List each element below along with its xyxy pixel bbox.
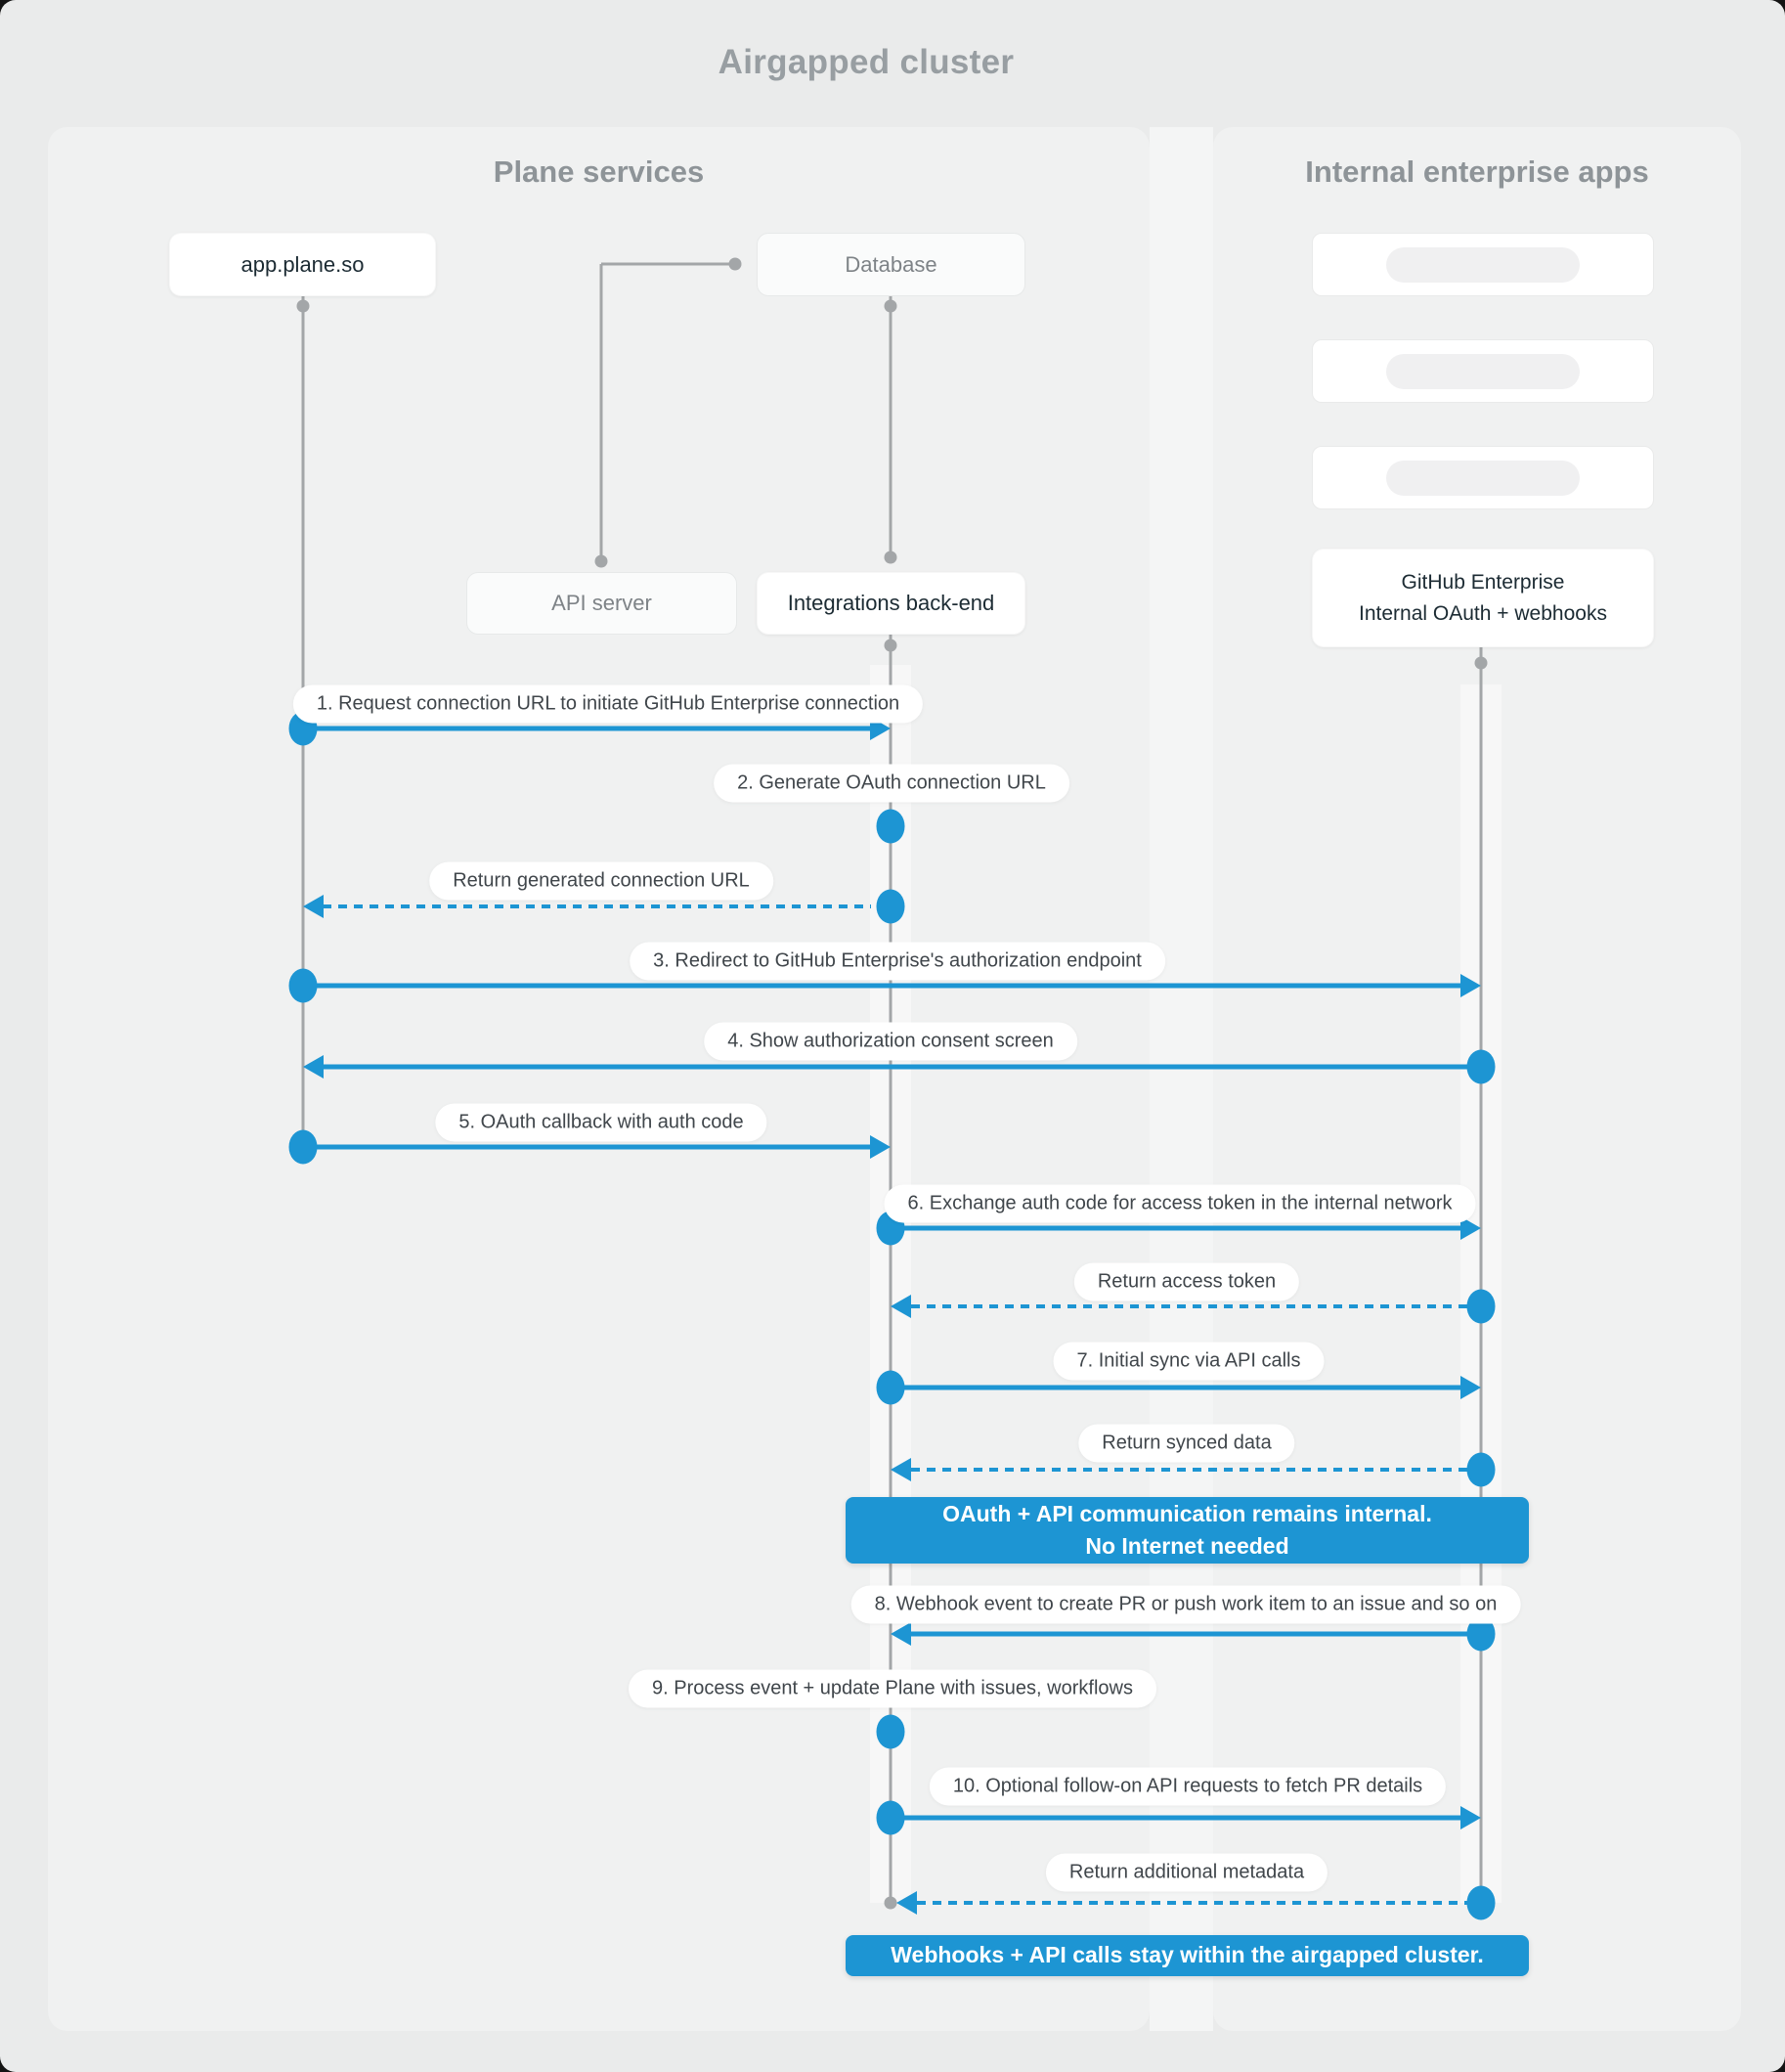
message-arrow-3 bbox=[303, 983, 1460, 989]
lifeline-end-dot bbox=[884, 1896, 897, 1910]
message-self-dot bbox=[876, 1714, 905, 1749]
placeholder-app-1 bbox=[1312, 233, 1654, 296]
message-label-8: 8. Webhook event to create PR or push wo… bbox=[850, 1585, 1521, 1624]
message-source-dot bbox=[876, 889, 905, 924]
message-arrow-return-url bbox=[323, 904, 871, 908]
connector-api-server-vertical bbox=[599, 264, 603, 563]
actor-github-enterprise-line2: Internal OAuth + webhooks bbox=[1359, 601, 1607, 625]
placeholder-bar bbox=[1386, 353, 1580, 389]
message-source-dot bbox=[876, 1370, 905, 1405]
actor-app-plane-so-label: app.plane.so bbox=[240, 251, 365, 277]
message-source-dot bbox=[1466, 1885, 1496, 1920]
actor-github-enterprise-line1: GitHub Enterprise bbox=[1401, 571, 1565, 594]
page-title: Airgapped cluster bbox=[718, 43, 1015, 81]
message-source-dot bbox=[288, 1129, 318, 1165]
arrowhead-right bbox=[1460, 974, 1481, 997]
lifeline-dot bbox=[1474, 656, 1488, 670]
panel-plane-services-title: Plane services bbox=[493, 154, 705, 189]
lifeline-dot bbox=[884, 299, 897, 313]
lifeline-integrations bbox=[889, 635, 892, 1903]
connector-dot bbox=[594, 554, 608, 568]
message-label-4: 4. Show authorization consent screen bbox=[704, 1022, 1077, 1061]
banner-line1: Webhooks + API calls stay within the air… bbox=[891, 1942, 1484, 1968]
banner-internal-communication: OAuth + API communication remains intern… bbox=[846, 1497, 1529, 1564]
actor-integrations-backend: Integrations back-end bbox=[757, 572, 1025, 635]
banner-airgapped-cluster: Webhooks + API calls stay within the air… bbox=[846, 1935, 1529, 1976]
actor-api-server: API server bbox=[466, 572, 737, 635]
message-arrow-4 bbox=[324, 1064, 1481, 1070]
arrowhead-right bbox=[1460, 1216, 1481, 1240]
message-label-1: 1. Request connection URL to initiate Gi… bbox=[292, 684, 924, 724]
placeholder-bar bbox=[1386, 460, 1580, 496]
connector-api-server-horizontal bbox=[601, 262, 736, 266]
banner-line2: No Internet needed bbox=[1085, 1533, 1289, 1559]
message-source-dot bbox=[288, 968, 318, 1003]
message-label-return-url: Return generated connection URL bbox=[429, 861, 773, 901]
placeholder-bar bbox=[1386, 246, 1580, 283]
message-label-9: 9. Process event + update Plane with iss… bbox=[629, 1669, 1156, 1708]
message-source-dot bbox=[876, 1800, 905, 1835]
message-arrow-return-token bbox=[911, 1304, 1467, 1308]
message-arrow-6 bbox=[891, 1225, 1460, 1231]
message-arrow-1 bbox=[303, 726, 873, 731]
connector-dot bbox=[728, 257, 742, 271]
arrowhead-right bbox=[1460, 1806, 1481, 1830]
arrowhead-left bbox=[891, 1458, 911, 1481]
message-source-dot bbox=[1466, 1289, 1496, 1324]
actor-database-label: Database bbox=[845, 251, 937, 277]
lifeline-dot bbox=[884, 551, 897, 564]
message-arrow-10 bbox=[891, 1815, 1460, 1821]
message-source-dot bbox=[1466, 1452, 1496, 1487]
message-label-10: 10. Optional follow-on API requests to f… bbox=[929, 1767, 1447, 1806]
message-self-dot bbox=[876, 809, 905, 844]
actor-database: Database bbox=[757, 233, 1025, 296]
lifeline-database bbox=[889, 296, 892, 561]
message-label-5: 5. OAuth callback with auth code bbox=[435, 1103, 767, 1142]
lifeline-dot bbox=[884, 639, 897, 652]
message-arrow-return-synced bbox=[911, 1468, 1467, 1472]
message-label-2: 2. Generate OAuth connection URL bbox=[714, 764, 1069, 803]
arrowhead-left bbox=[303, 1055, 324, 1079]
message-arrow-7 bbox=[891, 1385, 1460, 1390]
panel-plane-services: Plane services bbox=[48, 127, 1150, 2031]
message-label-3: 3. Redirect to GitHub Enterprise's autho… bbox=[630, 942, 1165, 981]
message-label-return-metadata: Return additional metadata bbox=[1045, 1853, 1328, 1892]
message-arrow-return-metadata bbox=[917, 1901, 1467, 1905]
arrowhead-right bbox=[870, 1135, 891, 1159]
placeholder-app-3 bbox=[1312, 446, 1654, 509]
message-arrow-8 bbox=[911, 1631, 1481, 1637]
placeholder-app-2 bbox=[1312, 339, 1654, 403]
arrowhead-left bbox=[303, 895, 324, 918]
banner-line1: OAuth + API communication remains intern… bbox=[942, 1500, 1432, 1526]
actor-api-server-label: API server bbox=[551, 591, 652, 615]
actor-app-plane-so: app.plane.so bbox=[169, 233, 436, 296]
arrowhead-left bbox=[891, 1622, 911, 1646]
message-label-return-token: Return access token bbox=[1073, 1262, 1300, 1301]
actor-github-enterprise: GitHub Enterprise Internal OAuth + webho… bbox=[1312, 549, 1654, 647]
arrowhead-left bbox=[891, 1295, 911, 1318]
message-label-return-synced: Return synced data bbox=[1078, 1424, 1295, 1463]
lifeline-dot bbox=[296, 299, 310, 313]
arrowhead-left bbox=[896, 1891, 917, 1915]
panel-gap bbox=[1150, 127, 1213, 2031]
lifeline-github bbox=[1479, 647, 1483, 1903]
message-arrow-5 bbox=[303, 1144, 870, 1150]
panel-internal-apps-title: Internal enterprise apps bbox=[1305, 154, 1649, 189]
actor-integrations-backend-label: Integrations back-end bbox=[787, 591, 995, 615]
message-label-7: 7. Initial sync via API calls bbox=[1053, 1342, 1325, 1381]
message-source-dot bbox=[1466, 1049, 1496, 1084]
arrowhead-right bbox=[1460, 1376, 1481, 1399]
message-label-6: 6. Exchange auth code for access token i… bbox=[884, 1184, 1476, 1223]
